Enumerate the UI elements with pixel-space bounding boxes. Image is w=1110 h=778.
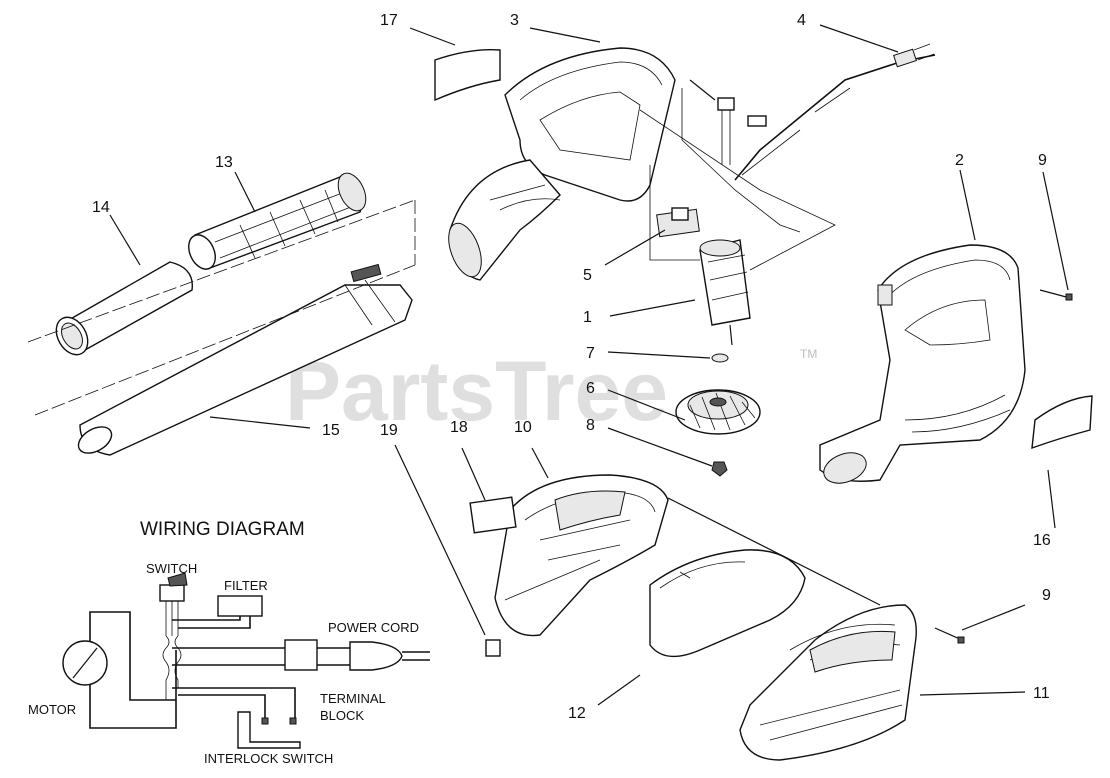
- part-14-tube: [55, 261, 194, 356]
- callout-1: 1: [583, 309, 592, 326]
- part-8-nut: [711, 461, 728, 477]
- callout-15: 15: [322, 422, 340, 439]
- filter-symbol: [217, 595, 263, 617]
- part-9-screw-lower: [934, 627, 965, 644]
- callout-3: 3: [510, 12, 519, 29]
- callout-11: 11: [1033, 685, 1050, 702]
- callout-12: 12: [568, 705, 586, 722]
- callout-18: 18: [450, 419, 468, 436]
- leader-lines: [109, 24, 1069, 706]
- wiring-label-terminal-2: BLOCK: [320, 708, 364, 723]
- callout-4: 4: [797, 12, 806, 29]
- wiring-label-switch: SWITCH: [146, 561, 197, 576]
- part-10-housing-half: [494, 474, 669, 637]
- part-19-label: [485, 639, 501, 657]
- plug-body: [284, 639, 318, 671]
- part-4-power-cord: [717, 43, 936, 181]
- part-7-washer: [711, 353, 729, 363]
- wiring-label-motor: MOTOR: [28, 702, 76, 717]
- watermark-trademark: TM: [800, 347, 817, 361]
- wiring-label-interlock: INTERLOCK SWITCH: [204, 751, 333, 766]
- part-17-label: [434, 49, 501, 102]
- wiring-diagram: WIRING DIAGRAM SWITCH FILTER POWER CORD …: [28, 519, 430, 766]
- part-6-fan: [675, 389, 761, 435]
- callout-7: 7: [586, 345, 595, 362]
- wiring-label-terminal-1: TERMINAL: [320, 691, 386, 706]
- interlock-switch-symbol: [237, 711, 301, 749]
- callout-5: 5: [583, 267, 592, 284]
- callout-17: 17: [380, 12, 398, 29]
- part-16-label: [1031, 395, 1093, 450]
- part-5-terminal-block: [656, 207, 700, 238]
- switch-symbol: [159, 584, 185, 602]
- callout-9-lower: 9: [1042, 587, 1051, 604]
- callout-14: 14: [92, 199, 110, 216]
- callout-9-upper: 9: [1038, 152, 1047, 169]
- part-1-motor: [699, 239, 751, 346]
- callout-6: 6: [586, 380, 595, 397]
- wiring-label-power-cord: POWER CORD: [328, 620, 419, 635]
- callout-8: 8: [586, 417, 595, 434]
- part-9-screw-upper: [1039, 289, 1073, 301]
- part-3-housing-half: [448, 47, 676, 281]
- part-13-screen: [188, 172, 367, 270]
- callout-16: 16: [1033, 532, 1051, 549]
- callout-2: 2: [955, 152, 964, 169]
- part-2-housing: [819, 244, 1026, 484]
- part-12-filter: [649, 549, 806, 658]
- part-18-label: [469, 496, 517, 534]
- watermark: PartsTree: [285, 344, 668, 438]
- part-15-blower-tube: [77, 263, 413, 456]
- wiring-label-filter: FILTER: [224, 578, 268, 593]
- wiring-title: WIRING DIAGRAM: [140, 519, 305, 540]
- part-11-nozzle: [739, 604, 917, 761]
- callout-10: 10: [514, 419, 532, 436]
- callout-13: 13: [215, 154, 233, 171]
- callout-19: 19: [380, 422, 398, 439]
